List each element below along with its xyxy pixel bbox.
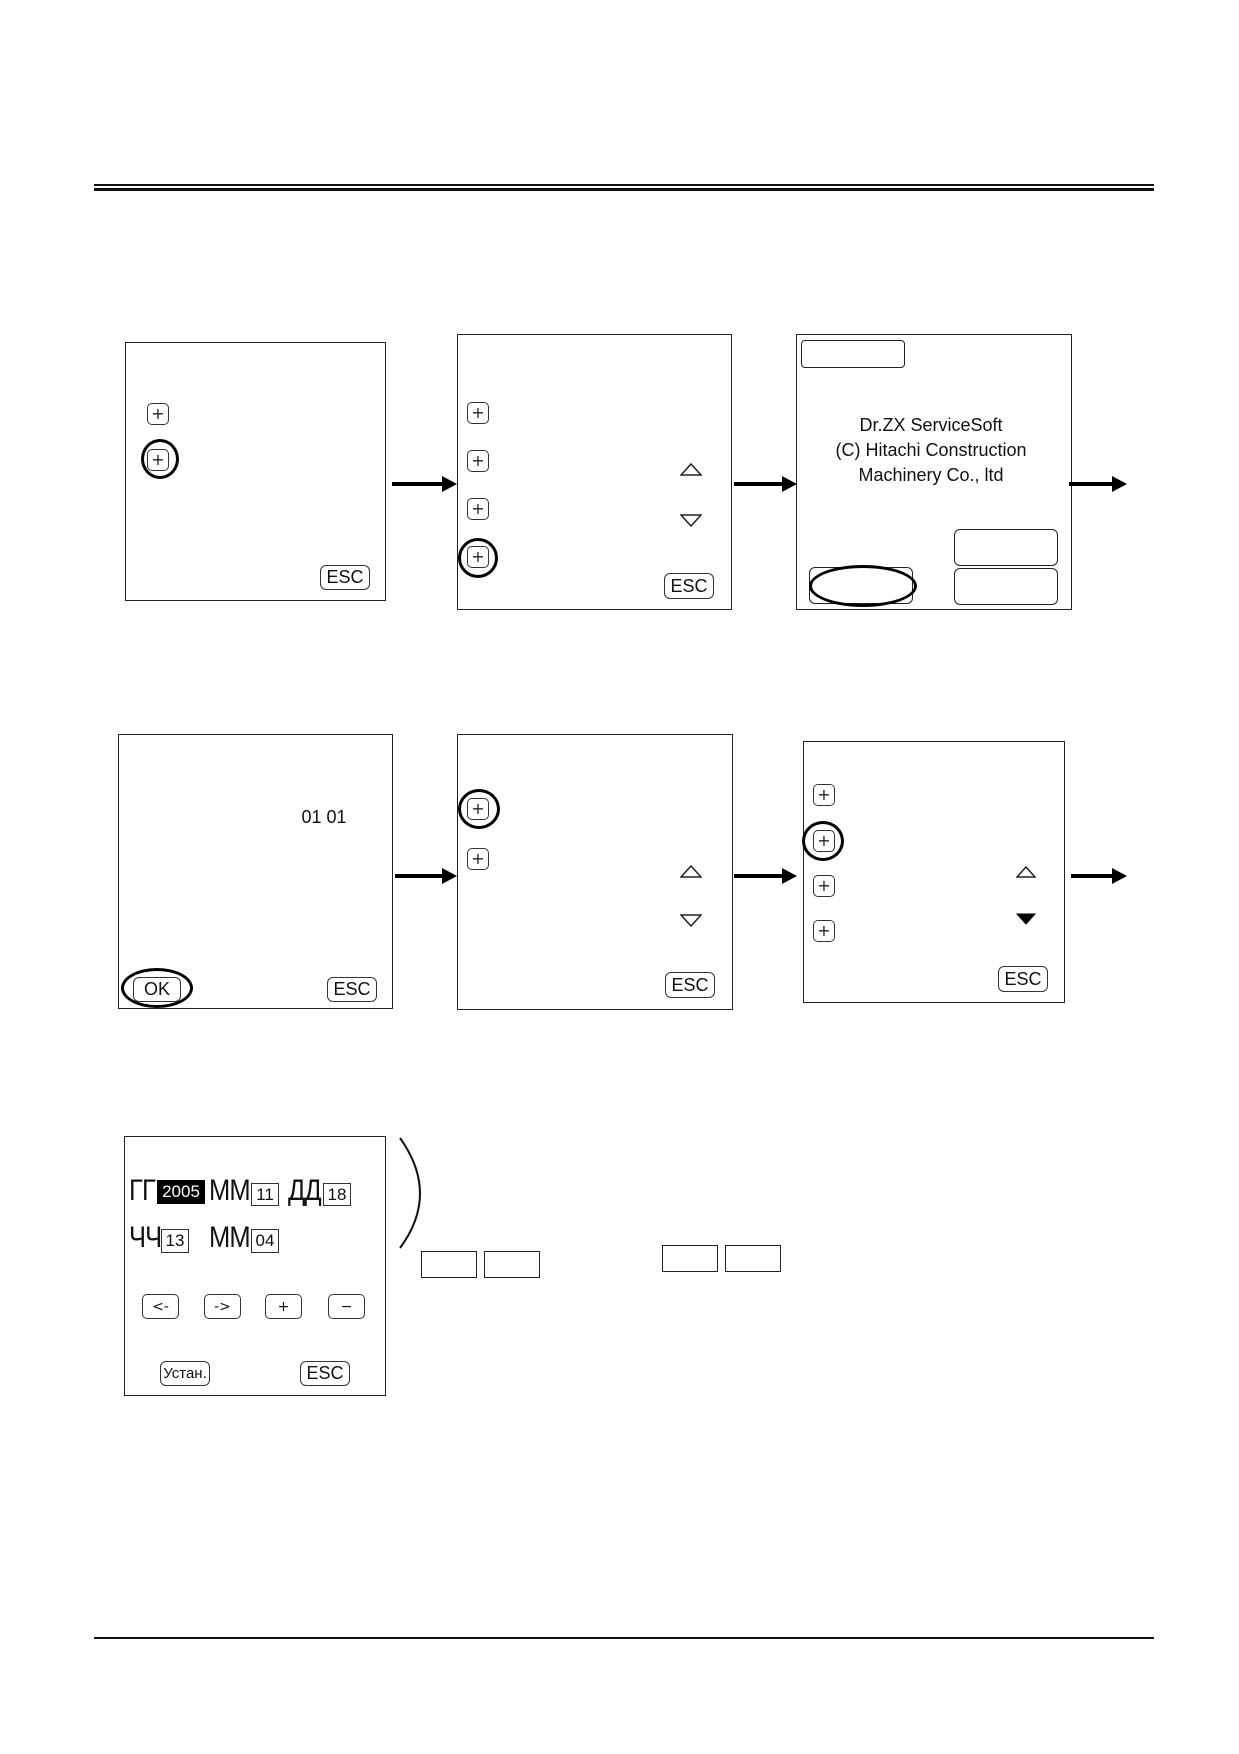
esc-button[interactable]: ESC [664,573,714,599]
flow-arrow-6 [1071,868,1127,884]
blank-box-3 [662,1245,718,1272]
menu-item-plus-icon-2[interactable]: + [467,848,489,870]
esc-button[interactable]: ESC [665,972,715,998]
cursor-right-button[interactable]: -> [204,1294,241,1319]
esc-button[interactable]: ESC [327,977,377,1002]
year-label: ГГ [129,1174,156,1207]
hour-field[interactable]: 13 [161,1229,189,1253]
right-button-2[interactable] [954,568,1058,605]
menu-item-plus-icon-1[interactable]: + [467,402,489,424]
month-field[interactable]: 11 [251,1183,279,1206]
scroll-down-icon[interactable] [680,513,702,527]
flow-arrow-5 [734,868,797,884]
footer-rule [94,1637,1154,1639]
screen-7-date-time-set: ГГ 2005 ММ 11 ДД 18 ЧЧ 13 ММ 04 <- -> + … [124,1136,386,1396]
menu-item-plus-icon-4[interactable]: + [467,546,489,568]
esc-button[interactable]: ESC [300,1361,350,1386]
screen-6-submenu: + + + + ESC [802,741,1065,1003]
screen-4-time: 01 01 OK ESC [118,734,393,1009]
menu-item-plus-icon-1[interactable]: + [147,403,169,425]
screen-2-submenu: + + + + ESC [457,334,732,610]
flow-arrow-4 [395,868,457,884]
minute-field[interactable]: 04 [251,1229,279,1253]
title-bar-button[interactable] [801,340,905,368]
screen-5-submenu: + + ESC [457,734,733,1010]
menu-item-plus-icon-3[interactable]: + [813,875,835,897]
screen-3-about: Dr.ZX ServiceSoft (C) Hitachi Constructi… [796,334,1072,610]
esc-button[interactable]: ESC [320,565,370,590]
right-button-1[interactable] [954,529,1058,566]
menu-item-plus-icon-2[interactable]: + [147,449,169,471]
flow-arrow-2 [734,476,797,492]
cursor-left-button[interactable]: <- [142,1294,179,1319]
month-label: ММ [209,1174,251,1207]
header-rule-thick [94,188,1154,191]
set-button[interactable]: Устан. [160,1361,210,1386]
hour-label: ЧЧ [129,1221,162,1254]
time-value: 01 01 [301,807,347,827]
day-label: ДД [288,1174,322,1207]
screen-1-main-menu: + + ESC [125,342,386,601]
scroll-up-icon[interactable] [680,463,702,477]
about-line-1: Dr.ZX ServiceSoft [859,415,1003,435]
about-line-3: Machinery Co., ltd [858,465,1004,485]
menu-item-plus-icon-2[interactable]: + [813,830,835,852]
esc-button[interactable]: ESC [998,966,1048,992]
scroll-down-icon-filled[interactable] [1016,912,1036,925]
flow-arrow-3 [1069,476,1127,492]
bracket-curve [399,1137,421,1249]
scroll-up-icon[interactable] [680,865,702,879]
header-rule-thin [94,184,1154,186]
blank-box-2 [484,1251,540,1278]
day-field[interactable]: 18 [323,1183,351,1206]
year-field[interactable]: 2005 [157,1180,205,1204]
menu-item-plus-icon-3[interactable]: + [467,498,489,520]
scroll-up-icon[interactable] [1016,866,1036,879]
decrement-button[interactable]: − [328,1294,365,1319]
scroll-down-icon[interactable] [680,913,702,927]
left-bottom-button[interactable] [809,567,913,604]
menu-item-plus-icon-1[interactable]: + [467,798,489,820]
menu-item-plus-icon-2[interactable]: + [467,450,489,472]
menu-item-plus-icon-4[interactable]: + [813,920,835,942]
menu-item-plus-icon-1[interactable]: + [813,784,835,806]
blank-box-4 [725,1245,781,1272]
blank-box-1 [421,1251,477,1278]
about-line-2: (C) Hitachi Construction [835,440,1027,460]
flow-arrow-1 [392,476,457,492]
ok-button[interactable]: OK [133,977,181,1002]
minute-label: ММ [209,1221,251,1254]
increment-button[interactable]: + [265,1294,302,1319]
